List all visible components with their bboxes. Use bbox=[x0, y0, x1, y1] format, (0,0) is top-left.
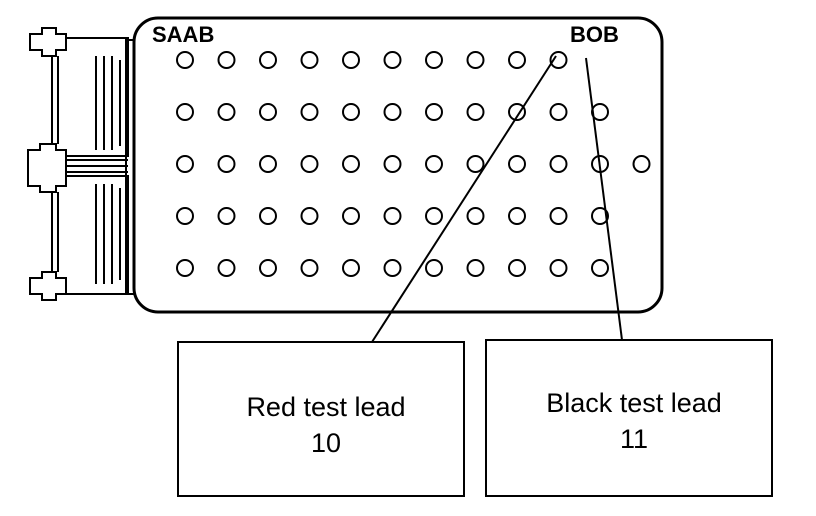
pin-r3-c3 bbox=[259, 155, 277, 173]
pin-r5-c3 bbox=[259, 259, 277, 277]
pin-r3-c10 bbox=[549, 155, 568, 173]
pin-r2-c6 bbox=[383, 103, 402, 121]
pin-r3-c5 bbox=[342, 155, 360, 173]
pin-r2-c7 bbox=[425, 103, 443, 121]
pin-r3-c6 bbox=[383, 155, 402, 173]
pin-r5-c6 bbox=[383, 259, 402, 277]
box-label: BOB bbox=[570, 22, 619, 47]
pin-r5-c8 bbox=[466, 259, 485, 277]
pin-r4-c1 bbox=[176, 207, 194, 225]
red-lead-callout-box bbox=[177, 341, 465, 497]
pin-r4-c8 bbox=[466, 207, 485, 225]
pin-r1-c7 bbox=[425, 51, 443, 69]
black-lead-pin-number: 11 bbox=[620, 424, 648, 454]
pin-r4-c10 bbox=[549, 207, 568, 225]
pin-grid bbox=[176, 51, 651, 277]
pin-r4-c9 bbox=[508, 207, 526, 225]
pin-r4-c6 bbox=[383, 207, 402, 225]
pin-r3-c8 bbox=[466, 155, 485, 173]
pin-r5-c11 bbox=[591, 259, 609, 277]
pin-r5-c1 bbox=[176, 259, 194, 277]
pin-r4-c3 bbox=[259, 207, 277, 225]
middle-plug bbox=[27, 143, 67, 193]
pin-r3-c7 bbox=[425, 155, 443, 173]
pin-r3-c1 bbox=[176, 155, 194, 173]
pin-r1-c10 bbox=[549, 51, 568, 69]
pin-r4-c7 bbox=[425, 207, 443, 225]
pin-r2-c3 bbox=[259, 103, 277, 121]
pin-r5-c7 bbox=[425, 259, 443, 277]
black-lead-callout-box bbox=[485, 339, 773, 497]
brand-label: SAAB bbox=[152, 22, 214, 47]
pin-r3-c4 bbox=[300, 155, 319, 173]
pin-r5-c2 bbox=[217, 259, 236, 277]
pin-r2-c2 bbox=[217, 103, 236, 121]
pin-r1-c5 bbox=[342, 51, 360, 69]
pin-r5-c5 bbox=[342, 259, 360, 277]
black-lead-label: Black test lead bbox=[546, 388, 722, 418]
pin-r2-c4 bbox=[300, 103, 319, 121]
top-plug bbox=[29, 27, 67, 57]
pin-r1-c8 bbox=[466, 51, 485, 69]
red-lead-label: Red test lead bbox=[246, 392, 405, 422]
pin-r4-c11 bbox=[591, 207, 609, 225]
pin-r3-c12 bbox=[632, 155, 651, 173]
pin-r1-c3 bbox=[259, 51, 277, 69]
upper-cable-housing bbox=[66, 37, 129, 157]
pin-r5-c4 bbox=[300, 259, 319, 277]
red-lead-callout: Red test lead 10 bbox=[177, 341, 465, 497]
pin-r2-c1 bbox=[176, 103, 194, 121]
red-lead-leader-line bbox=[371, 55, 557, 343]
bottom-plug bbox=[29, 271, 67, 301]
pin-r3-c9 bbox=[508, 155, 526, 173]
black-lead-callout: Black test lead 11 bbox=[485, 339, 773, 497]
pin-r4-c2 bbox=[217, 207, 236, 225]
pin-r2-c10 bbox=[549, 103, 568, 121]
red-lead-pin-number: 10 bbox=[311, 428, 341, 458]
pin-r3-c2 bbox=[217, 155, 236, 173]
pin-r1-c2 bbox=[217, 51, 236, 69]
pin-r1-c6 bbox=[383, 51, 402, 69]
pin-r1-c4 bbox=[300, 51, 319, 69]
pin-r2-c5 bbox=[342, 103, 360, 121]
pin-r4-c5 bbox=[342, 207, 360, 225]
lower-cable-housing bbox=[66, 175, 129, 295]
pin-r2-c8 bbox=[466, 103, 485, 121]
connector-assembly bbox=[27, 27, 135, 301]
pin-r4-c4 bbox=[300, 207, 319, 225]
pin-r1-c1 bbox=[176, 51, 194, 69]
black-lead-leader-line bbox=[585, 57, 623, 341]
pin-r5-c10 bbox=[549, 259, 568, 277]
pin-r1-c9 bbox=[508, 51, 526, 69]
pin-r2-c9 bbox=[508, 103, 526, 121]
pin-r5-c9 bbox=[508, 259, 526, 277]
